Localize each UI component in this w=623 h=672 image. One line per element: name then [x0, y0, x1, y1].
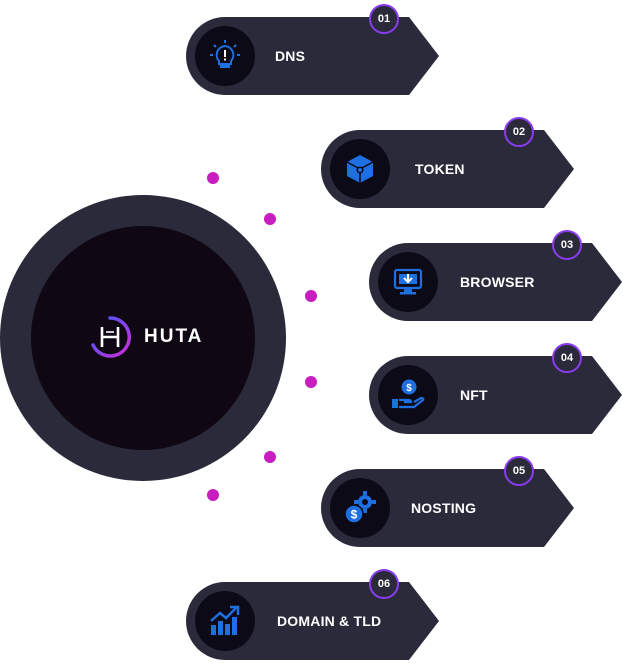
item-card: [321, 469, 574, 547]
monitor-download-icon: [393, 268, 423, 295]
huta-logo-icon: [91, 316, 131, 358]
item-number-badge: 05: [504, 456, 534, 486]
item-label: NOSTING: [411, 500, 477, 516]
lightbulb-icon: [210, 40, 240, 68]
item-label: DOMAIN & TLD: [277, 613, 382, 629]
connector-dot: [305, 376, 317, 388]
icon-holder: [378, 252, 438, 312]
connector-dot: [264, 213, 276, 225]
brand-name: HUTA: [144, 326, 204, 347]
item-domain-tld[interactable]: DOMAIN & TLD 06: [186, 569, 440, 660]
item-number-badge: 06: [369, 569, 399, 599]
svg-text:$: $: [406, 383, 412, 394]
item-card: [186, 17, 439, 95]
item-token[interactable]: TOKEN 02: [321, 117, 575, 208]
item-card: [321, 130, 574, 208]
icon-holder: $: [330, 478, 390, 538]
icon-holder: [195, 26, 255, 86]
hand-coin-icon: $: [392, 379, 425, 409]
icon-holder: [195, 591, 255, 651]
item-nosting[interactable]: $ NOSTING 05: [321, 456, 575, 547]
svg-text:$: $: [351, 508, 358, 522]
connector-dot: [264, 451, 276, 463]
brand-logo: HUTA: [88, 315, 203, 359]
item-number-badge: 01: [369, 4, 399, 34]
icon-holder: $: [378, 365, 438, 425]
icon-holder: [330, 139, 390, 199]
item-card: [369, 243, 622, 321]
connector-dot: [207, 172, 219, 184]
cube-icon: [346, 155, 374, 183]
item-dns[interactable]: DNS 01: [186, 4, 440, 95]
gear-dollar-icon: $: [344, 491, 376, 524]
connector-dot: [207, 489, 219, 501]
item-card: [186, 582, 439, 660]
hub-core: [31, 226, 255, 450]
item-nft[interactable]: $ NFT 04: [369, 343, 623, 434]
item-label: TOKEN: [415, 161, 465, 177]
item-number-badge: 04: [552, 343, 582, 373]
item-number-badge: 03: [552, 230, 582, 260]
item-label: BROWSER: [460, 274, 535, 290]
item-label: NFT: [460, 387, 488, 403]
item-card: [369, 356, 622, 434]
item-number-badge: 02: [504, 117, 534, 147]
item-browser[interactable]: BROWSER 03: [369, 230, 623, 321]
connector-dot: [305, 290, 317, 302]
growth-chart-icon: [210, 605, 240, 635]
item-label: DNS: [275, 48, 306, 64]
